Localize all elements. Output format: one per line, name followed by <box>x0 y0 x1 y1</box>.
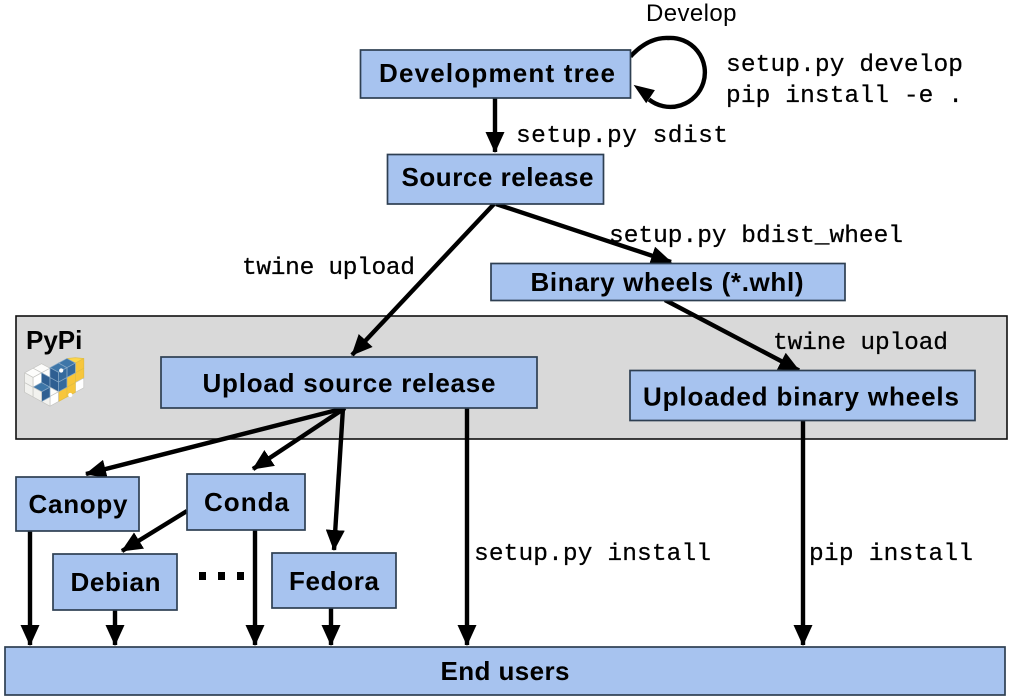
svg-text:End users: End users <box>441 656 570 686</box>
svg-text:setup.py bdist_wheel: setup.py bdist_wheel <box>609 223 903 250</box>
svg-text:setup.py install: setup.py install <box>474 541 711 568</box>
svg-text:Binary wheels (*.whl): Binary wheels (*.whl) <box>531 267 804 297</box>
svg-text:Source release: Source release <box>402 162 594 192</box>
svg-text:PyPi: PyPi <box>26 325 82 355</box>
svg-text:Debian: Debian <box>71 567 161 597</box>
svg-text:Uploaded binary wheels: Uploaded binary wheels <box>643 382 959 412</box>
svg-text:Canopy: Canopy <box>29 489 129 519</box>
svg-text:Fedora: Fedora <box>289 566 380 596</box>
svg-text:Development tree: Development tree <box>379 58 615 88</box>
svg-text:pip install: pip install <box>809 541 973 568</box>
svg-text:twine upload: twine upload <box>242 255 415 282</box>
svg-text:pip install -e .: pip install -e . <box>726 83 963 110</box>
svg-text:Upload source release: Upload source release <box>203 368 496 398</box>
svg-text:Conda: Conda <box>204 487 290 517</box>
svg-text:setup.py sdist: setup.py sdist <box>516 123 728 150</box>
svg-text:Develop: Develop <box>646 0 737 27</box>
svg-text:setup.py develop: setup.py develop <box>726 52 963 79</box>
svg-text:twine upload: twine upload <box>773 330 948 357</box>
